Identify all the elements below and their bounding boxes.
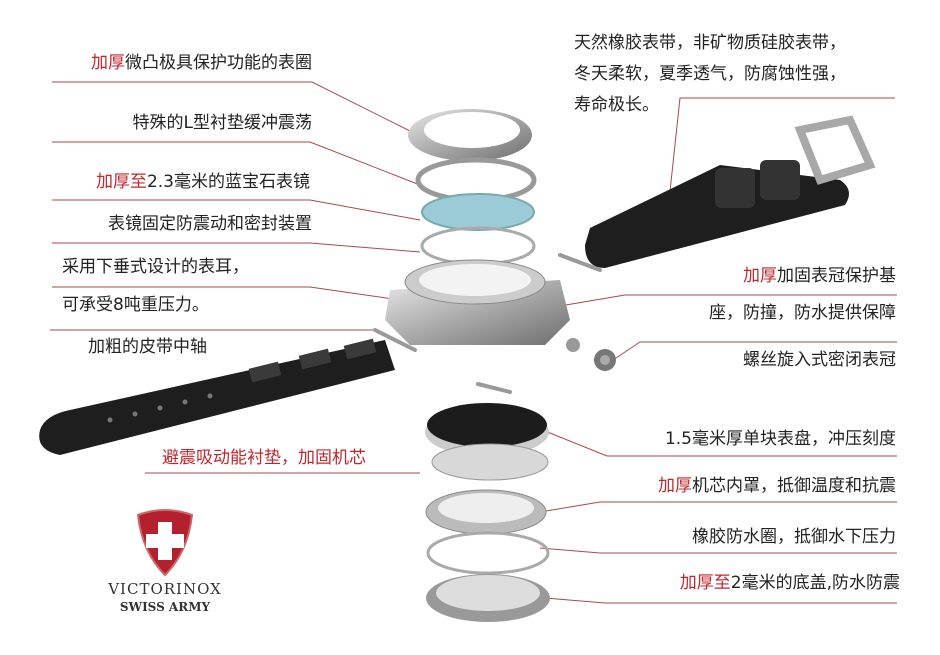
rubber-gasket [426, 531, 550, 575]
label-crown-guard-2: 座，防撞，防水提供保障 [709, 302, 896, 324]
victorinox-logo [136, 509, 194, 577]
watch-case [385, 259, 570, 345]
label-l-gasket: 特殊的L型衬垫缓冲震荡 [133, 112, 312, 134]
sapphire-crystal [421, 193, 535, 231]
movement-spacer [431, 443, 549, 481]
label-highlight: 加厚至 [95, 172, 147, 192]
label-gasket: 橡胶防水圈，抵御水下压力 [692, 526, 896, 548]
label-crystal: 加厚至2.3毫米的蓝宝石表镜 [96, 171, 310, 193]
crown-tube [566, 338, 580, 352]
buckle [794, 115, 876, 185]
dial [425, 403, 549, 456]
label-text: 螺丝旋入式密闭表冠 [743, 350, 896, 370]
label-text: 加粗的皮带中轴 [88, 337, 207, 357]
label-strap-2: 冬天柔软，夏季透气，防腐蚀性强， [574, 63, 846, 85]
label-spring-bar: 加粗的皮带中轴 [88, 336, 207, 358]
label-text: 微凸极具保护功能的表圈 [125, 53, 312, 73]
label-text: 表镜固定防震动和密封装置 [108, 214, 312, 234]
label-crystal-ring: 表镜固定防震动和密封装置 [108, 213, 312, 235]
label-text: 2.3毫米的蓝宝石表镜 [146, 172, 310, 192]
caseback [426, 574, 550, 622]
label-text: 橡胶防水圈，抵御水下压力 [692, 527, 896, 547]
label-text: 机芯内罩，抵御温度和抗震 [692, 476, 896, 496]
label-crown-guard-1: 加厚加固表冠保护基 [743, 265, 896, 287]
label-text: 采用下垂式设计的表耳， [62, 257, 249, 277]
label-highlight: 加厚 [743, 266, 777, 286]
label-dial: 1.5毫米厚单块表盘，冲压刻度 [665, 428, 896, 450]
label-text: 1.5毫米厚单块表盘，冲压刻度 [664, 429, 896, 449]
label-text: 2毫米的底盖,防水防震 [730, 573, 900, 593]
label-inner-cover: 加厚机芯内罩，抵御温度和抗震 [658, 475, 896, 497]
label-highlight: 避震吸动能衬垫，加固机芯 [162, 448, 366, 468]
label-lugs-1: 采用下垂式设计的表耳， [62, 256, 249, 278]
label-highlight: 加厚至 [679, 573, 731, 593]
label-text: 天然橡胶表带，非矿物质硅胶表带， [574, 33, 846, 53]
label-strap-1: 天然橡胶表带，非矿物质硅胶表带， [574, 32, 846, 54]
bezel [408, 109, 532, 161]
label-text: 特殊的L型衬垫缓冲震荡 [132, 113, 312, 133]
movement-inner-cover [425, 489, 547, 535]
label-text: 座，防撞，防水提供保障 [709, 303, 896, 323]
label-bezel: 加厚微凸极具保护功能的表圈 [91, 52, 312, 74]
label-highlight: 加厚 [658, 476, 692, 496]
crystal-ring [420, 226, 536, 266]
left-strap [39, 340, 396, 455]
label-text: 寿命极长。 [574, 95, 659, 115]
leader-lines [50, 81, 897, 604]
label-text: 可承受8吨重压力。 [62, 295, 209, 315]
logo-sub: SWISS ARMY [119, 600, 211, 614]
label-crown: 螺丝旋入式密闭表冠 [743, 349, 896, 371]
label-lugs-2: 可承受8吨重压力。 [62, 294, 209, 316]
label-text: 冬天柔软，夏季透气，防腐蚀性强， [574, 64, 846, 84]
logo-brand: VICTORINOX [108, 580, 222, 598]
label-shock-pad: 避震吸动能衬垫，加固机芯 [162, 447, 366, 469]
label-text: 加固表冠保护基 [777, 266, 896, 286]
label-highlight: 加厚 [91, 53, 125, 73]
label-caseback: 加厚至2毫米的底盖,防水防震 [680, 572, 900, 594]
label-strap-3: 寿命极长。 [574, 94, 659, 116]
screw-down-crown [594, 349, 616, 371]
